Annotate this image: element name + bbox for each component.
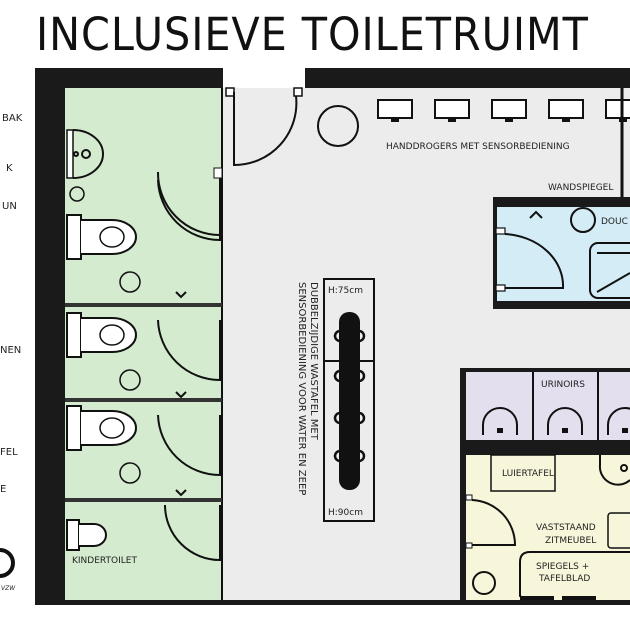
seat-label-line2: ZITMEUBEL xyxy=(545,536,596,546)
wash-basin xyxy=(598,455,630,486)
chevron-down-icon xyxy=(175,291,187,299)
sink-label-line2: SENSORBEDIENING VOOR WATER EN ZEEP xyxy=(296,282,307,495)
stall-door[interactable] xyxy=(157,179,221,242)
legend-label: FEL xyxy=(0,447,18,458)
family-room: LUIERTAFEL VASTSTAAND ZITMEUBEL SPIEGELS… xyxy=(465,454,630,601)
sink-height-top: H:75cm xyxy=(328,286,363,296)
tap-icon xyxy=(358,449,366,463)
mirror-label-line2: TAFELBLAD xyxy=(538,574,590,584)
family-room-door xyxy=(471,499,517,546)
toilet-icon xyxy=(79,523,107,547)
shower-tray xyxy=(589,242,630,299)
logo-ring-icon xyxy=(0,548,15,578)
bin-icon xyxy=(472,571,496,595)
logo: VZW xyxy=(0,548,16,592)
chevron-down-icon xyxy=(175,391,187,399)
stall-door[interactable] xyxy=(156,171,221,237)
tap-icon xyxy=(358,369,366,383)
hand-dryer-icon xyxy=(605,99,630,119)
urinals-area: URINOIRS xyxy=(460,368,630,603)
bottom-wall xyxy=(35,600,630,605)
toilet-stall xyxy=(66,179,221,299)
hand-dryer-icon xyxy=(377,99,413,119)
chevron-down-icon xyxy=(175,489,187,497)
tap-icon xyxy=(333,449,341,463)
wall-mirror-label: WANDSPIEGEL xyxy=(548,183,613,193)
toilet-icon xyxy=(81,410,137,446)
sink-label-line1: DUBBELZIJDIGE WASTAFEL MET xyxy=(308,282,319,441)
chevron-up-icon xyxy=(529,210,543,219)
hand-dryer-icon xyxy=(548,99,584,119)
urinal-icon xyxy=(482,407,518,435)
sink-height-bottom: H:90cm xyxy=(328,508,363,518)
stall-sink xyxy=(66,129,104,179)
stall-dividers xyxy=(65,303,222,502)
legend-label: E xyxy=(0,484,6,495)
seat-label-line1: VASTSTAAND xyxy=(536,523,596,533)
legend-label: BAK xyxy=(2,113,23,124)
side-legend: BAK K UN NEN FEL E xyxy=(0,113,23,495)
hand-dryers: HANDDROGERS MET SENSORBEDIENING xyxy=(317,99,630,152)
child-toilet-label: KINDERTOILET xyxy=(72,556,137,566)
changing-table xyxy=(490,454,556,492)
hand-dryer-icon xyxy=(434,99,470,119)
double-sided-sink: H:75cm H:90cm DUBBELZIJDIGE WASTAFEL MET… xyxy=(296,278,375,522)
logo-text: VZW xyxy=(1,585,16,592)
page-title: INCLUSIEVE TOILETRUIMT xyxy=(36,8,589,61)
bin-icon xyxy=(119,369,141,391)
urinal-icon xyxy=(547,407,583,435)
urinals-label: URINOIRS xyxy=(541,380,585,390)
top-wall-left xyxy=(35,68,223,88)
hand-dryers-label: HANDDROGERS MET SENSORBEDIENING xyxy=(386,142,570,152)
tap-icon xyxy=(333,411,341,425)
drain-icon xyxy=(570,207,596,233)
bin-icon xyxy=(317,105,359,147)
fixed-seat xyxy=(607,512,630,549)
left-wall xyxy=(35,68,65,605)
tap-icon xyxy=(358,411,366,425)
mirror-label-line1: SPIEGELS + xyxy=(536,562,589,572)
toilet-icon xyxy=(81,219,137,255)
hand-dryer-icon xyxy=(491,99,527,119)
urinal-icon xyxy=(607,407,630,435)
toilet-stall xyxy=(66,405,221,497)
toilet-icon xyxy=(81,317,137,353)
shower-room: DOUC xyxy=(493,197,630,309)
toilet-stall xyxy=(69,167,223,237)
changing-table-label: LUIERTAFEL xyxy=(502,469,554,479)
stall-door[interactable] xyxy=(157,414,221,477)
stall-door[interactable] xyxy=(164,504,221,562)
bin-icon xyxy=(119,462,141,484)
legend-label: K xyxy=(6,163,13,174)
toilet-stall xyxy=(66,312,221,399)
shower-label: DOUC xyxy=(601,217,628,227)
child-toilet xyxy=(66,504,221,562)
tap-icon xyxy=(358,329,366,343)
shower-door xyxy=(504,233,565,289)
tap-icon xyxy=(333,369,341,383)
bin-icon xyxy=(119,271,141,293)
tap-icon xyxy=(333,329,341,343)
legend-label: NEN xyxy=(0,345,21,356)
top-wall-right xyxy=(305,68,630,88)
mirror-counter xyxy=(519,551,630,601)
stall-door[interactable] xyxy=(157,319,221,382)
entrance-door[interactable] xyxy=(225,87,303,167)
legend-label: UN xyxy=(2,201,17,212)
